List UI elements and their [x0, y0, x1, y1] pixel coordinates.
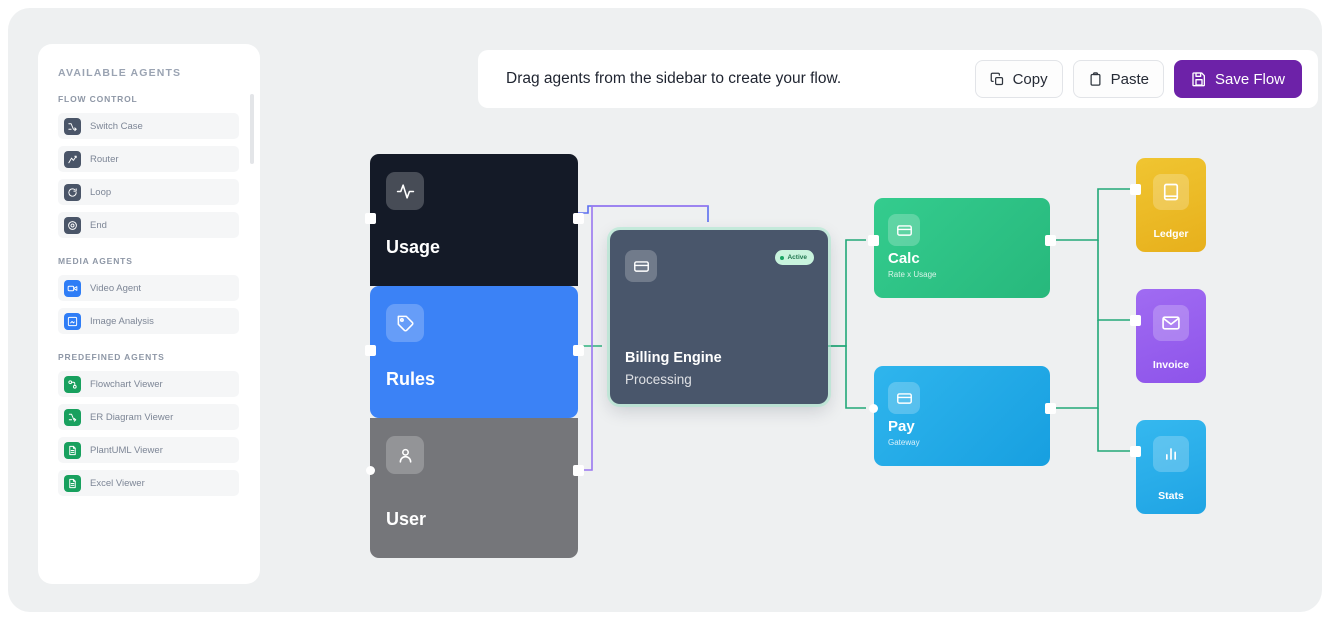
node-stats[interactable]: Stats — [1130, 420, 1206, 514]
sidebar-group-label: PREDEFINED AGENTS — [58, 352, 165, 362]
node-title: Usage — [386, 237, 441, 257]
bar-chart-icon — [1153, 436, 1189, 472]
agent-list-item[interactable]: Switch Case — [58, 113, 239, 139]
paste-button[interactable]: Paste — [1072, 60, 1164, 98]
node-handle-right[interactable] — [1045, 235, 1056, 246]
toolbar-hint: Drag agents from the sidebar to create y… — [506, 70, 842, 87]
agents-sidebar: AVAILABLE AGENTS FLOW CONTROL Switch Case… — [38, 44, 260, 584]
node-handle-left[interactable] — [1130, 184, 1141, 195]
node-subtitle: Processing — [625, 372, 692, 387]
document-icon — [64, 474, 81, 492]
node-handle-left[interactable] — [868, 235, 879, 246]
node-handle-left[interactable] — [1130, 446, 1141, 457]
copy-label: Copy — [1012, 70, 1048, 88]
node-handle-right[interactable] — [1045, 403, 1056, 414]
node-handle-right[interactable] — [573, 213, 584, 224]
node-title: Billing Engine — [625, 350, 722, 366]
node-handle-left[interactable] — [366, 466, 375, 475]
agent-list-item-label: Router — [90, 153, 119, 165]
user-icon — [386, 436, 424, 474]
tag-icon — [386, 304, 424, 342]
agent-list-item[interactable]: End — [58, 212, 239, 238]
node-subtitle: Rate x Usage — [888, 270, 937, 279]
agent-list-item[interactable]: Video Agent — [58, 275, 239, 301]
sidebar-scrollbar[interactable] — [250, 94, 254, 164]
video-icon — [64, 279, 81, 297]
agent-list-item-label: Image Analysis — [90, 315, 154, 327]
envelope-icon — [1153, 305, 1189, 341]
save-label: Save Flow — [1214, 70, 1285, 88]
node-title: Ledger — [1153, 228, 1189, 240]
agent-list-item-label: ER Diagram Viewer — [90, 411, 174, 423]
document-icon — [64, 441, 81, 459]
flowchart-icon — [64, 375, 81, 393]
node-billing-engine[interactable]: Active Billing Engine Processing — [610, 230, 828, 404]
end-icon — [64, 216, 81, 234]
node-title: Pay — [888, 418, 915, 435]
node-pay[interactable]: Pay Gateway — [869, 366, 1056, 466]
status-badge-label: Active — [787, 254, 807, 261]
agent-list-item-label: Switch Case — [90, 120, 143, 132]
node-handle-left[interactable] — [1130, 315, 1141, 326]
node-ledger[interactable]: Ledger — [1130, 158, 1206, 252]
agent-list-item-label: Flowchart Viewer — [90, 378, 163, 390]
sidebar-group-label: FLOW CONTROL — [58, 94, 138, 104]
status-badge: Active — [775, 250, 814, 265]
node-title: Rules — [386, 369, 436, 389]
node-handle-left[interactable] — [365, 345, 376, 356]
agent-list-item-label: Excel Viewer — [90, 477, 145, 489]
node-title: Stats — [1158, 490, 1184, 502]
activity-icon — [386, 172, 424, 210]
sidebar-group-label: MEDIA AGENTS — [58, 256, 133, 266]
paste-label: Paste — [1110, 70, 1149, 88]
card-icon — [625, 250, 657, 282]
agent-list-item[interactable]: Flowchart Viewer — [58, 371, 239, 397]
sidebar-title: AVAILABLE AGENTS — [58, 67, 182, 79]
node-title: Invoice — [1152, 359, 1190, 371]
agent-list-item[interactable]: Loop — [58, 179, 239, 205]
switch-case-icon — [64, 117, 81, 135]
card-icon — [888, 382, 920, 414]
node-subtitle: Gateway — [888, 438, 920, 447]
agent-list-item-label: Loop — [90, 186, 112, 198]
node-usage[interactable]: Usage — [365, 154, 584, 286]
node-user[interactable]: User — [366, 418, 584, 558]
node-handle-left[interactable] — [869, 404, 878, 413]
er-diagram-icon — [64, 408, 81, 426]
node-title: Calc — [888, 250, 920, 267]
node-invoice[interactable]: Invoice — [1130, 289, 1206, 383]
agent-list-item[interactable]: ER Diagram Viewer — [58, 404, 239, 430]
flow-canvas[interactable]: Usage Rules — [8, 8, 1322, 612]
status-dot — [780, 255, 785, 260]
workspace-panel: Usage Rules — [8, 8, 1322, 612]
node-rules[interactable]: Rules — [365, 286, 584, 418]
paste-icon — [1088, 71, 1103, 87]
agent-list-item[interactable]: Excel Viewer — [58, 470, 239, 496]
agent-list-item[interactable]: Image Analysis — [58, 308, 239, 334]
copy-button[interactable]: Copy — [974, 60, 1063, 98]
agent-list-item[interactable]: PlantUML Viewer — [58, 437, 239, 463]
node-handle-right[interactable] — [573, 345, 584, 356]
router-icon — [64, 150, 81, 168]
save-flow-button[interactable]: Save Flow — [1173, 60, 1302, 98]
canvas-toolbar: Drag agents from the sidebar to create y… — [478, 50, 1318, 108]
loop-icon — [64, 183, 81, 201]
agent-list-item[interactable]: Router — [58, 146, 239, 172]
card-icon — [888, 214, 920, 246]
agent-list-item-label: End — [90, 219, 107, 231]
image-icon — [64, 312, 81, 330]
node-handle-right[interactable] — [573, 465, 584, 476]
book-icon — [1153, 174, 1189, 210]
copy-icon — [990, 72, 1005, 87]
sidebar-group-spacer — [38, 245, 260, 256]
node-title: User — [386, 509, 427, 529]
node-handle-left[interactable] — [365, 213, 376, 224]
agent-list-item-label: PlantUML Viewer — [90, 444, 163, 456]
save-icon — [1191, 71, 1207, 87]
node-calc[interactable]: Calc Rate x Usage — [868, 198, 1056, 298]
agent-list-item-label: Video Agent — [90, 282, 142, 294]
sidebar-group-spacer — [38, 341, 260, 352]
